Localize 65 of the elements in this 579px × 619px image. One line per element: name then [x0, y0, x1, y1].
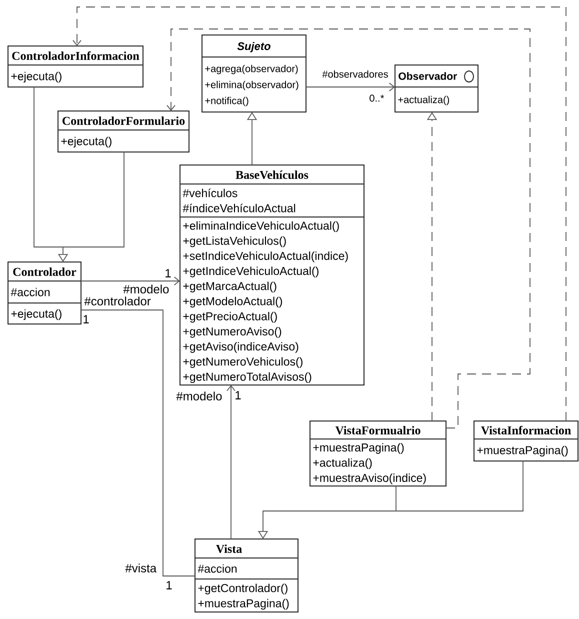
role-name: #controlador — [84, 296, 151, 306]
connector-line — [396, 460, 524, 512]
class-box — [310, 420, 446, 486]
operation: +getPrecioActual() — [183, 312, 277, 323]
class-name: VistaFormualrio — [335, 426, 420, 435]
operation: +notifica() — [205, 96, 248, 106]
multiplicity: 0..* — [370, 94, 384, 102]
class-box — [474, 420, 578, 462]
operation: +getControlador() — [198, 584, 288, 594]
operation: +muestraPagina() — [477, 446, 568, 457]
operation: +muestraPagina() — [313, 443, 404, 454]
operation: +agrega(observador) — [205, 64, 298, 74]
association-line — [80, 310, 196, 576]
operation: +ejecuta() — [11, 72, 62, 83]
operation: +actualiza() — [398, 96, 450, 106]
attribute: #accion — [198, 564, 237, 573]
operation: +ejecuta() — [11, 309, 62, 320]
attribute: #índiceVehículoActual — [182, 204, 296, 212]
association-arrow — [80, 276, 180, 286]
class-box — [202, 34, 306, 112]
class-box — [394, 64, 478, 112]
class-name: BaseVehículos — [236, 170, 308, 180]
connector-line — [62, 152, 124, 248]
operation: +eliminaIndiceVehiculoActual() — [183, 221, 339, 232]
operation: +getAviso(indiceAviso) — [183, 342, 298, 353]
operation: +getNumeroAviso() — [183, 327, 282, 338]
operation: +getListaVehiculos() — [183, 236, 286, 248]
connector-line — [34, 86, 64, 248]
attribute: #accion — [10, 288, 50, 296]
association-arrow — [306, 82, 395, 92]
role-name: #vista — [125, 564, 157, 572]
class-box — [58, 110, 190, 152]
dependency-arrow — [72, 6, 566, 422]
operation: +getMarcaActual() — [183, 282, 276, 292]
class-name: Observador — [398, 72, 457, 80]
class-name: Sujeto — [237, 42, 270, 52]
class-name: ControladorFormulario — [62, 116, 185, 125]
role-name: #modelo — [176, 392, 222, 400]
operation: +getNumeroVehiculos() — [183, 357, 302, 368]
class-box — [180, 164, 364, 386]
operation: +actualiza() — [313, 458, 372, 470]
operation: +elimina(observador) — [205, 80, 298, 90]
role-name: #modelo — [123, 284, 169, 294]
class-box — [8, 46, 144, 88]
operation: +getModeloActual() — [183, 296, 282, 308]
class-box — [194, 538, 298, 612]
association-arrow — [226, 385, 236, 540]
dependency-arrow — [166, 28, 530, 428]
class-name: Vista — [216, 544, 242, 554]
operation: +muestraAviso(indice) — [313, 474, 426, 484]
operation: +getNumeroTotalAvisos() — [183, 372, 312, 384]
operation: +muestraPagina() — [198, 598, 289, 610]
operation: +setIndiceVehiculoActual(indice) — [183, 252, 348, 262]
role-name: #observadores — [322, 70, 388, 78]
multiplicity: 1 — [166, 269, 171, 278]
multiplicity: 1 — [236, 391, 241, 400]
multiplicity: 1 — [84, 315, 89, 324]
attribute: #vehículos — [182, 188, 238, 198]
operation: +ejecuta() — [61, 136, 112, 148]
multiplicity: 1 — [166, 581, 172, 590]
class-name: Controlador — [13, 268, 76, 276]
class-box — [8, 262, 82, 324]
class-name: ControladorInformacion — [12, 51, 140, 60]
operation: +getIndiceVehiculoActual() — [183, 266, 318, 278]
class-name: VistaInformacion — [481, 426, 571, 435]
